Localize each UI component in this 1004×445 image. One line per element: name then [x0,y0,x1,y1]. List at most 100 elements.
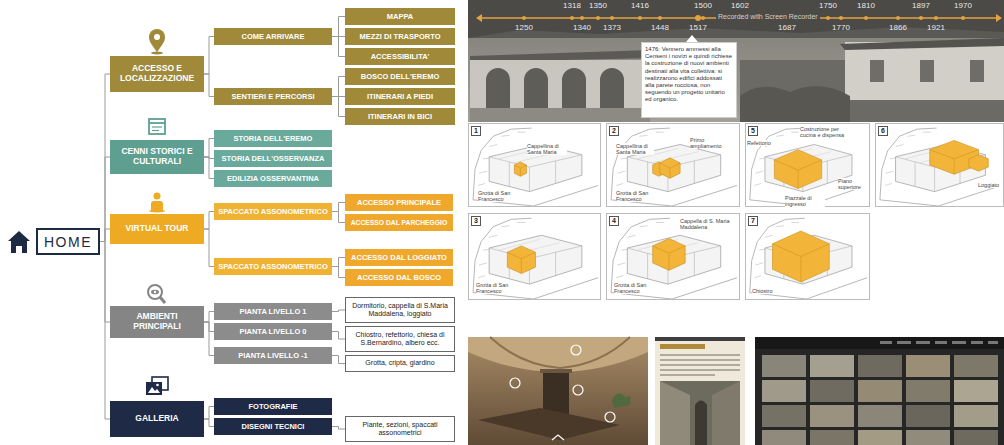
year-label: 1810 [854,2,878,11]
part-label: Costruzione per cucina e dispensa [800,126,855,138]
node-text: SPACCATO ASSONOMETRICO [218,262,328,271]
isometric-panel [746,124,870,207]
callout-number: 2 [609,126,619,136]
info-panel [660,374,715,375]
year-label: 1500 [691,2,715,11]
gallery-screen [810,355,854,377]
isometric-panel [653,238,685,270]
topic-box: EDILIZIA OSSERVANTINA [214,170,332,187]
topic-box: MAPPA [345,8,455,25]
callout-number: 1 [471,126,481,136]
panorama-photo [510,378,520,388]
node-text: ITINERARI IN BICI [368,112,432,121]
topic-box: BOSCO DELL'EREMO [345,68,455,85]
tree-connector [332,427,345,430]
panorama-photo [571,345,581,355]
tree-connector [100,74,110,242]
timeline-axis [695,15,701,21]
isometric-panel [746,214,870,300]
isometric-panel [746,214,870,300]
gallery-screen [762,380,806,402]
isometric-panel [473,218,598,299]
list-icon [149,119,165,134]
topic-box: STORIA DELL'OSSERVANZA [214,150,332,167]
node-text: PIANTA LIVELLO 0 [239,327,306,336]
info-panel [660,381,690,445]
node-text: ACCESSIBILITA' [371,52,430,61]
part-label: Grotta di San Francesco [476,282,520,294]
gallery-screen [762,355,806,377]
timeline-axis [658,16,662,20]
tree-connector [332,267,345,278]
isometric-panel [876,124,1004,207]
topic-box: ITINERARI IN BICI [345,108,455,125]
isometric-panel [607,124,740,207]
year-label: 1350 [586,2,610,11]
node-text: FOTOGRAFIE [248,402,297,411]
gallery-screen [906,430,950,445]
category-box: VIRTUAL TOUR [110,214,204,244]
tree-connector [332,37,345,57]
eye-icon [154,291,156,293]
year-label: 1373 [600,24,624,33]
year-label: 1970 [951,2,975,11]
eye-icon [148,285,162,299]
timeline-axis [638,16,642,20]
category-box: GALLERIA [110,401,204,437]
isometric-panel [469,214,601,300]
gallery-screen [906,405,950,427]
timeline-axis [522,16,526,20]
timeline-axis [476,14,1002,22]
year-label: 1897 [909,2,933,11]
timeline-axis [580,16,584,20]
gallery-screen [935,341,947,344]
home-icon [8,231,30,253]
isometric-panel [969,155,989,171]
node-text: ACCESSO PRINCIPALE [357,198,441,207]
tooltip-pointer [686,35,698,42]
node-text: AMBIENTI PRINCIPALI [113,312,201,332]
part-label: Cappellina di Santa Maria [616,143,654,155]
node-text: Grotta, cripta, giardino [365,359,434,367]
year-label: 1517 [686,24,710,33]
panorama-photo [510,345,615,422]
tree-connector [332,212,345,223]
timeline-photo [920,60,934,82]
tree-connector [204,407,214,420]
isometric-panel [774,150,821,189]
tree-connector [100,242,110,420]
timeline-photo [470,60,650,114]
eye-icon [148,285,165,303]
person-icon [151,201,163,210]
node-text: ITINERARI A PIEDI [367,92,433,101]
tree-connector [100,157,110,242]
tree-connector [204,212,214,230]
topic-box: DISEGNI TECNICI [214,418,332,435]
panorama-photo [490,337,630,368]
pin-icon [151,52,163,55]
node-text: ACCESSO DAL LOGGIATO [351,253,447,262]
isometric-panel [660,163,680,178]
category-box: CENNI STORICI E CULTURALI [110,140,204,174]
node-text: PIANTA LIVELLO 1 [239,307,306,316]
person-icon [149,210,165,213]
isometric-panel [469,214,601,300]
node-text: GALLERIA [135,414,178,424]
gallery-screen [954,405,998,427]
timeline-photo [970,60,984,82]
timeline-photo [740,86,850,122]
tree-connector [204,157,214,179]
panorama-photo [605,412,615,422]
topic-box: ACCESSIBILITA' [345,48,455,65]
part-label: Loggiato [978,182,1002,188]
year-label: 1866 [886,24,910,33]
year-label: 1318 [560,2,584,11]
topic-box: PIANTA LIVELLO -1 [214,347,332,364]
gallery-screen [988,341,998,344]
topic-box: FOTOGRAFIE [214,398,332,415]
isometric-panel [750,218,867,299]
callout-number: 7 [748,216,758,226]
node-text: COME ARRIVARE [242,32,305,41]
node-text: ACCESSO E LOCALIZZAZIONE [113,64,201,84]
panorama-photo [468,337,648,372]
